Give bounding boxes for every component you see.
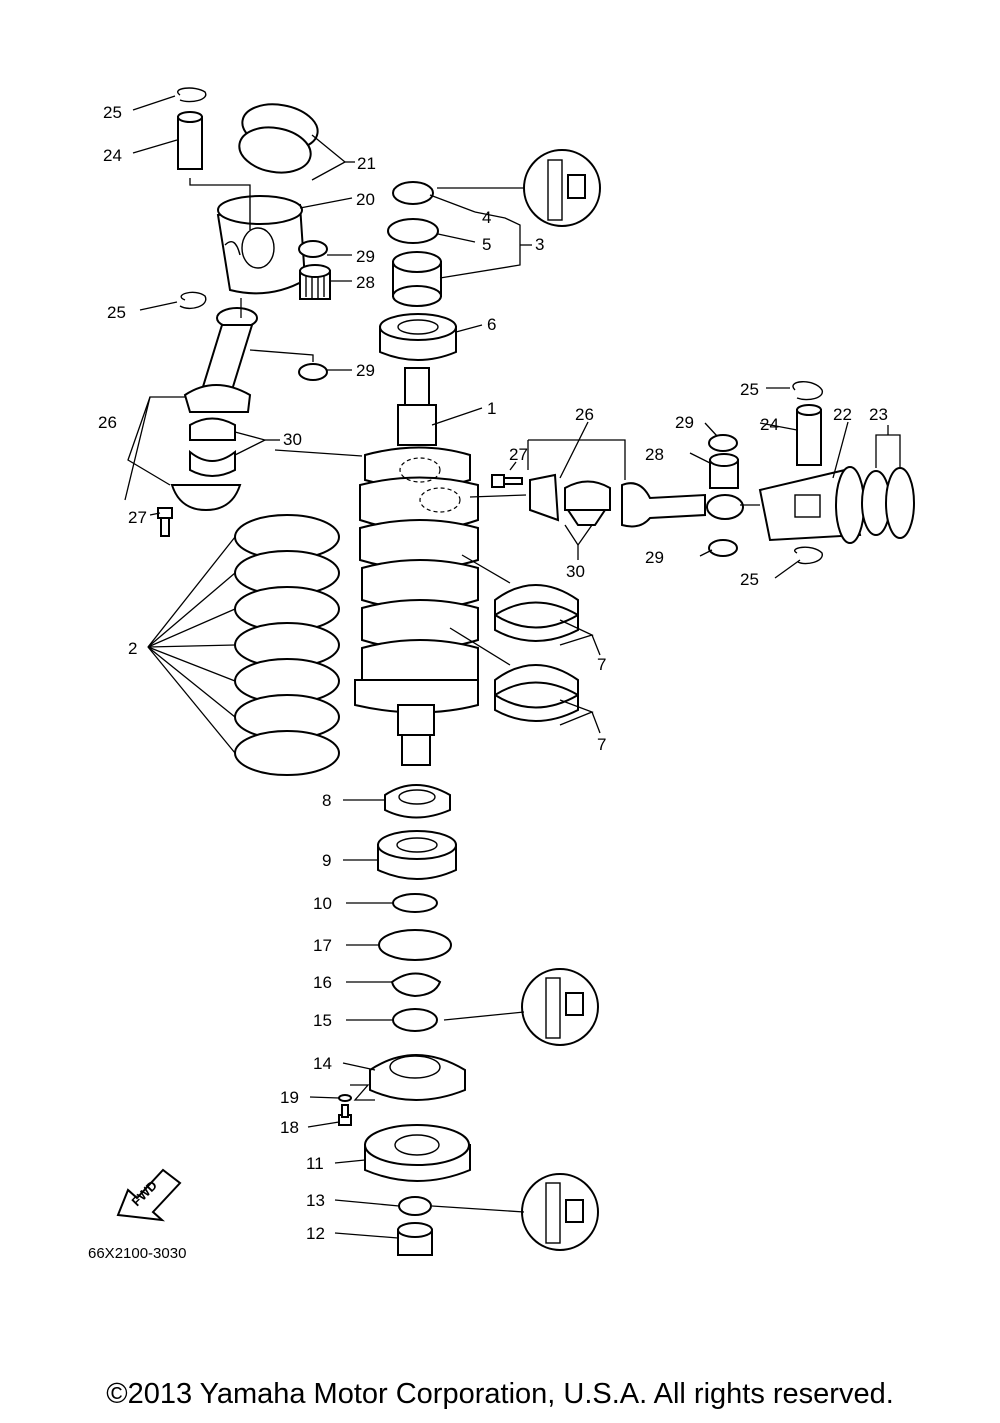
big-end-bearing [189, 417, 236, 477]
piston-pin-clip [794, 546, 823, 565]
bearing-housing [369, 1054, 466, 1101]
leader-lines [124, 95, 901, 1239]
oil-seal [398, 1196, 432, 1216]
callout-25: 25 [740, 570, 759, 589]
callout-8: 8 [322, 791, 331, 810]
callout-24: 24 [760, 415, 779, 434]
drawing-code: 66X2100-3030 [88, 1245, 186, 1262]
callout-11: 11 [306, 1154, 324, 1173]
callout-28: 28 [645, 445, 664, 464]
callout-18: 18 [280, 1118, 299, 1137]
needle-bearing [392, 251, 442, 307]
callout-30: 30 [566, 562, 585, 581]
grease-tube-icon [523, 149, 601, 227]
grease-tube-icon [521, 1173, 599, 1251]
thrust-washer [298, 363, 328, 381]
upper-bearing-stack [379, 181, 457, 361]
callout-16: 16 [313, 973, 332, 992]
oil-seal [392, 181, 434, 205]
callout-5: 5 [482, 235, 491, 254]
callout-7: 7 [597, 735, 606, 754]
lower-bearing-stack [338, 784, 471, 1256]
callout-14: 14 [313, 1054, 332, 1073]
callout-27: 27 [128, 508, 147, 527]
piston [216, 195, 307, 295]
callout-15: 15 [313, 1011, 332, 1030]
ring-fan-leaders [147, 536, 236, 754]
nut [397, 1222, 433, 1256]
thrust-washer [708, 539, 738, 557]
callout-22: 22 [833, 405, 852, 424]
callout-25: 25 [107, 303, 126, 322]
callout-26: 26 [575, 405, 594, 424]
callout-20: 20 [356, 190, 375, 209]
callout-21: 21 [357, 154, 376, 173]
rod-cap [170, 484, 242, 512]
connecting-rod [183, 307, 258, 413]
circlip [390, 972, 442, 998]
callout-29: 29 [356, 247, 375, 266]
crankshaft [354, 367, 479, 766]
copyright-notice: ©2013 Yamaha Motor Corporation, U.S.A. A… [106, 1378, 894, 1410]
callout-numbers: 25 24 21 20 4 5 3 29 28 25 6 29 1 26 30 … [88, 103, 888, 1262]
callout-29: 29 [356, 361, 375, 380]
piston-pin [177, 111, 203, 170]
washer-and-bolt [338, 1094, 352, 1126]
callout-19: 19 [280, 1088, 299, 1107]
callout-13: 13 [306, 1191, 325, 1210]
piston-rings [238, 103, 319, 174]
callout-4: 4 [482, 208, 491, 227]
left-piston-assembly [157, 87, 331, 537]
callout-30: 30 [283, 430, 302, 449]
callout-27: 27 [509, 445, 528, 464]
callout-24: 24 [103, 146, 122, 165]
big-end-bearing [564, 480, 611, 526]
spacer-plate [384, 784, 451, 819]
forward-direction-arrow-icon: FWD [116, 1168, 182, 1222]
rod-bolt [491, 474, 523, 488]
connecting-rod [621, 482, 744, 528]
rod-cap [529, 473, 560, 522]
callout-12: 12 [306, 1224, 325, 1243]
o-ring [378, 929, 452, 961]
callout-10: 10 [313, 894, 332, 913]
roller-bearing [364, 1124, 471, 1182]
small-end-needle-bearing [709, 453, 739, 489]
grease-tube-icon [521, 968, 599, 1046]
callout-25: 25 [103, 103, 122, 122]
crankshaft-labyrinth-seals [234, 514, 340, 776]
piston-rings [861, 467, 915, 539]
callout-1: 1 [487, 399, 496, 418]
callout-29: 29 [675, 413, 694, 432]
rod-bolt [157, 507, 173, 537]
piston-pin-clip [177, 87, 207, 103]
piston-pin [796, 404, 822, 466]
callout-23: 23 [869, 405, 888, 424]
piston-pin-clip [179, 291, 207, 310]
callout-29: 29 [645, 548, 664, 567]
o-ring [387, 218, 439, 244]
piston [758, 466, 865, 544]
ball-bearing [377, 830, 457, 880]
callout-25: 25 [740, 380, 759, 399]
thrust-washer [298, 240, 328, 258]
callout-17: 17 [313, 936, 332, 955]
callout-2: 2 [128, 639, 137, 658]
callout-7: 7 [597, 655, 606, 674]
thrust-washer [708, 434, 738, 452]
right-piston-assembly [491, 381, 915, 565]
callout-6: 6 [487, 315, 496, 334]
callout-28: 28 [356, 273, 375, 292]
ball-bearing [379, 313, 457, 361]
callout-9: 9 [322, 851, 331, 870]
callout-3: 3 [535, 235, 544, 254]
callout-26: 26 [98, 413, 117, 432]
small-end-needle-bearing [299, 264, 331, 300]
main-bearing-halves [494, 584, 579, 722]
circlip [392, 893, 438, 913]
oil-seal [392, 1008, 438, 1032]
piston-pin-clip [792, 381, 823, 401]
